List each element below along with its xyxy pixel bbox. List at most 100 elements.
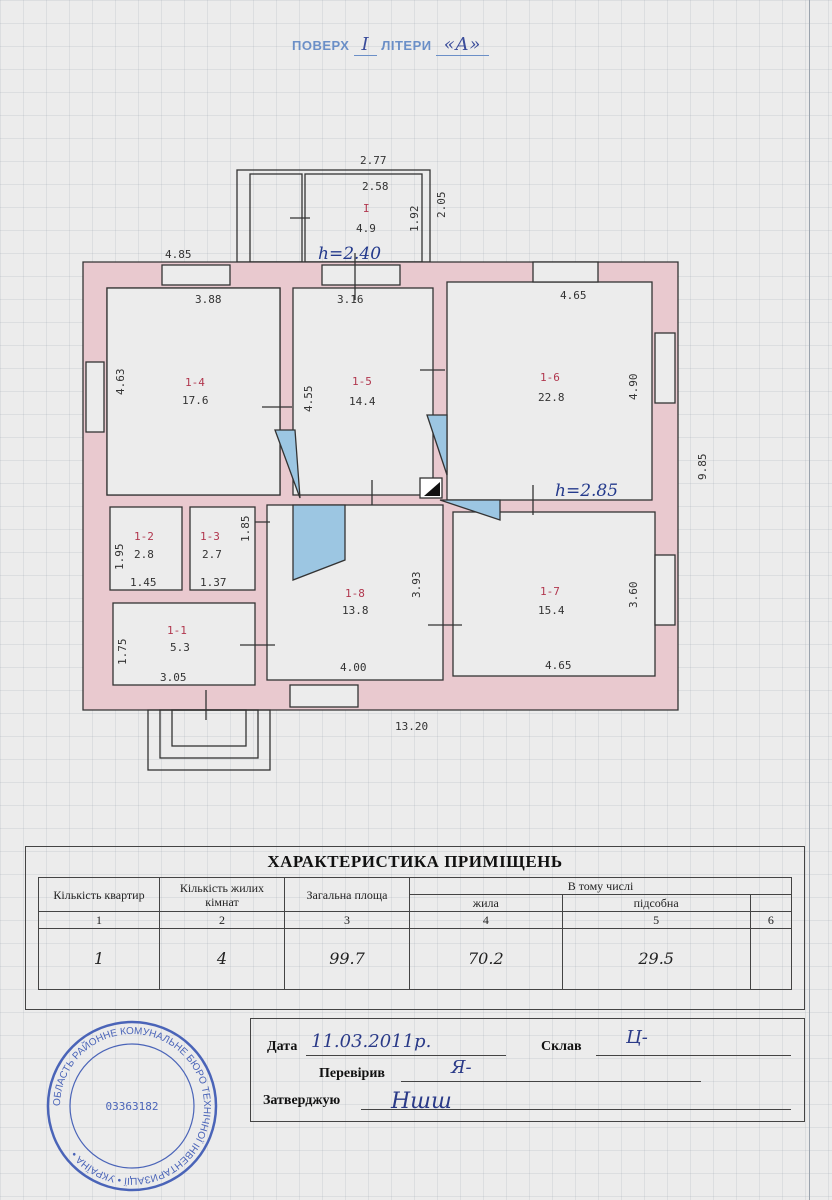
checked-label: Перевірив xyxy=(319,1066,385,1081)
dimension-label: h=2.40 xyxy=(318,244,381,264)
dimension-label: 1-1 xyxy=(167,624,187,637)
dimension-label: 1.37 xyxy=(200,576,227,589)
col-number: 2 xyxy=(159,911,285,929)
dimension-label: 4.85 xyxy=(165,248,192,261)
floor-label: ПОВЕРХ xyxy=(292,38,350,53)
value-total-area: 99.7 xyxy=(284,928,410,990)
letter-label: ЛІТЕРИ xyxy=(381,38,432,53)
floor-plan: 2.77 2.58 2.05 1.92 I 4.9 h=2.40 h=2.85 … xyxy=(82,154,709,771)
dimension-label: 1.75 xyxy=(116,639,129,666)
date-value: 11.03.2011р. xyxy=(311,1031,432,1052)
dimension-label: 9.85 xyxy=(696,454,709,481)
stove-side xyxy=(439,499,501,521)
window xyxy=(654,554,676,626)
dimension-label: 13.8 xyxy=(342,604,369,617)
dimension-label: 1-8 xyxy=(345,587,365,600)
approved-label: Затверджую xyxy=(263,1093,341,1108)
stove-side xyxy=(426,414,448,476)
table-title: ХАРАКТЕРИСТИКА ПРИМІЩЕНЬ xyxy=(267,852,563,871)
date-label: Дата xyxy=(267,1039,298,1054)
window xyxy=(85,361,105,433)
dimension-label: 2.8 xyxy=(134,548,154,561)
dimension-label: 4.9 xyxy=(356,222,376,235)
checked-signature: Я- xyxy=(451,1057,472,1078)
letter-value: «А» xyxy=(435,34,489,56)
dimension-label: 1-7 xyxy=(540,585,560,598)
dimension-label: 3.93 xyxy=(410,572,423,599)
room-1-4 xyxy=(106,287,281,496)
dimension-label: 1-5 xyxy=(352,375,372,388)
dimension-label: 2.7 xyxy=(202,548,222,561)
dimension-label: 1-2 xyxy=(134,530,154,543)
room-1-3 xyxy=(189,506,256,591)
header-including: В тому числі xyxy=(409,877,792,895)
window xyxy=(532,261,599,283)
dimension-label: 3.16 xyxy=(337,293,364,306)
official-stamp: ОБЛАСТЬ РАЙОННЕ КОМУНАЛЬНЕ БЮРО ТЕХНІЧНО… xyxy=(46,1020,218,1192)
window xyxy=(289,684,359,708)
header-auxiliary: підсобна xyxy=(561,894,751,912)
dimension-label: 15.4 xyxy=(538,604,565,617)
dimension-label: 4.55 xyxy=(302,386,315,413)
room-1-6 xyxy=(446,281,653,501)
dimension-label: 1-6 xyxy=(540,371,560,384)
header-apartments: Кількість квартир xyxy=(38,877,160,912)
value-living-rooms: 4 xyxy=(159,928,285,990)
header-living: жила xyxy=(409,894,563,912)
dimension-label: 3.60 xyxy=(627,582,640,609)
dimension-label: h=2.85 xyxy=(555,481,618,501)
col-number: 3 xyxy=(284,911,410,929)
dimension-label: 2.05 xyxy=(435,192,448,219)
window xyxy=(161,264,231,286)
dimension-label: 5.3 xyxy=(170,641,190,654)
window xyxy=(654,332,676,404)
compiled-signature: Ц- xyxy=(626,1027,648,1048)
dimension-label: 1-4 xyxy=(185,376,205,389)
value-apartments: 1 xyxy=(38,928,160,990)
bottom-porch xyxy=(147,709,271,771)
dimension-label: 2.58 xyxy=(362,180,389,193)
dimension-label: 13.20 xyxy=(395,720,428,733)
room-1-1 xyxy=(112,602,256,686)
dimension-label: 4.90 xyxy=(627,374,640,401)
dimension-label: 22.8 xyxy=(538,391,565,404)
dimension-label: 1-3 xyxy=(200,530,220,543)
header-living-rooms: Кількість жилих кімнат xyxy=(159,877,285,912)
dimension-label: 3.05 xyxy=(160,671,187,684)
stove-side xyxy=(274,429,301,499)
room-1-2 xyxy=(109,506,183,591)
dimension-label: 14.4 xyxy=(349,395,376,408)
col-number: 1 xyxy=(38,911,160,929)
value-auxiliary-area: 29.5 xyxy=(561,928,751,990)
value-col6 xyxy=(749,928,793,990)
col-number: 5 xyxy=(561,911,751,929)
dimension-label: 1.92 xyxy=(408,206,421,233)
dimension-label: 3.88 xyxy=(195,293,222,306)
room-1-5 xyxy=(292,287,434,496)
floor-header: ПОВЕРХ I ЛІТЕРИ «А» xyxy=(292,34,489,56)
dimension-label: 2.77 xyxy=(360,154,387,167)
dimension-label: I xyxy=(363,202,370,215)
header-empty xyxy=(749,894,793,912)
entrance-door xyxy=(321,264,401,286)
stove xyxy=(292,504,346,581)
approved-signature: Ншш xyxy=(391,1089,452,1114)
floor-value: I xyxy=(353,34,378,56)
page-margin-line xyxy=(809,0,810,1200)
dimension-label: 4.65 xyxy=(560,289,587,302)
col-number: 4 xyxy=(409,911,563,929)
dimension-label: 1.85 xyxy=(239,516,252,543)
dimension-label: 4.65 xyxy=(545,659,572,672)
signature-block: Дата 11.03.2011р. Склав Ц- Перевірив Я- … xyxy=(250,1018,805,1122)
value-living-area: 70.2 xyxy=(409,928,563,990)
dimension-label: 1.95 xyxy=(113,544,126,571)
dimension-label: 17.6 xyxy=(182,394,209,407)
col-number: 6 xyxy=(749,911,793,929)
room-1-7 xyxy=(452,511,656,677)
premises-characteristics-table: ХАРАКТЕРИСТИКА ПРИМІЩЕНЬ Кількість кварт… xyxy=(25,846,805,1010)
dimension-label: 4.63 xyxy=(114,369,127,396)
dimension-label: 4.00 xyxy=(340,661,367,674)
compiled-label: Склав xyxy=(541,1039,582,1054)
header-total-area: Загальна площа xyxy=(284,877,410,912)
